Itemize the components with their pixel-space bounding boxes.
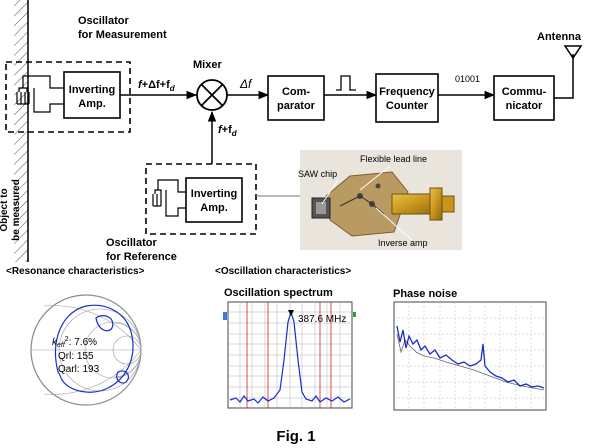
osc-meas-label-2: for Measurement	[78, 29, 167, 41]
object-wall	[14, 0, 29, 262]
frequency-counter-label-1: Frequency	[379, 86, 436, 98]
oscillation-title: <Oscillation characteristics>	[215, 266, 351, 277]
inverting-amp-ref-label-1: Inverting	[191, 188, 237, 200]
frequency-counter-label-2: Counter	[386, 100, 429, 112]
comparator-box	[267, 75, 325, 121]
osc-ref-dashed-box	[145, 163, 257, 235]
inverse-amp-label: Inverse amp	[378, 238, 428, 248]
mixer-icon	[196, 79, 228, 111]
spectrum-marker-label: 387.6 MHz	[298, 314, 346, 325]
inverting-amp-meas-label-2: Amp.	[78, 98, 106, 110]
osc-ref-label-1: Oscillator	[106, 237, 157, 249]
keff-label: keff2: 7.6%	[52, 336, 97, 349]
signal-label-ref: f+fd	[218, 124, 238, 138]
object-label-1: Object to	[0, 188, 10, 231]
qrl-label: Qrl: 155	[58, 351, 94, 362]
resonance-title: <Resonance characteristics>	[6, 266, 145, 277]
phase-noise-plot	[393, 301, 547, 411]
qarl-label: Qarl: 193	[58, 364, 100, 375]
frequency-counter-box	[375, 73, 439, 123]
object-label-2: be measured	[11, 179, 22, 241]
saw-resonator-meas-icon	[16, 87, 35, 105]
inverting-amp-ref	[185, 177, 243, 223]
pulse-icon	[336, 75, 356, 91]
comparator-label-1: Com-	[282, 86, 310, 98]
spectrum-title: Oscillation spectrum	[224, 287, 333, 299]
phase-noise-title: Phase noise	[393, 288, 457, 300]
osc-meas-dashed-box	[5, 61, 131, 133]
inverting-amp-ref-label-2: Amp.	[200, 202, 228, 214]
communicator-label-2: nicator	[506, 100, 543, 112]
saw-resonator-ref-icon	[152, 189, 167, 207]
smith-chart	[30, 294, 142, 406]
osc-meas-wires	[22, 75, 64, 113]
comparator-label-2: parator	[277, 100, 316, 112]
osc-ref-label-2: for Reference	[106, 251, 177, 263]
delta-f-label: Δf	[239, 77, 253, 91]
osc-meas-label-1: Oscillator	[78, 15, 129, 27]
inverting-amp-meas	[63, 71, 121, 119]
spectrum-plot	[223, 301, 356, 409]
bits-label: 01001	[455, 74, 480, 84]
inverting-amp-meas-label-1: Inverting	[69, 84, 115, 96]
antenna-icon	[554, 45, 583, 99]
board-photo	[300, 150, 462, 250]
flexible-lead-label: Flexible lead line	[360, 154, 427, 164]
osc-ref-wires	[157, 179, 186, 217]
communicator-label-1: Commu-	[502, 86, 547, 98]
signal-label-meas: f+Δf+fd	[138, 79, 176, 93]
saw-chip-label: SAW chip	[298, 169, 337, 179]
mixer-label: Mixer	[193, 59, 222, 71]
communicator-box	[493, 75, 555, 121]
antenna-label: Antenna	[537, 31, 582, 43]
figure-caption: Fig. 1	[276, 428, 315, 445]
